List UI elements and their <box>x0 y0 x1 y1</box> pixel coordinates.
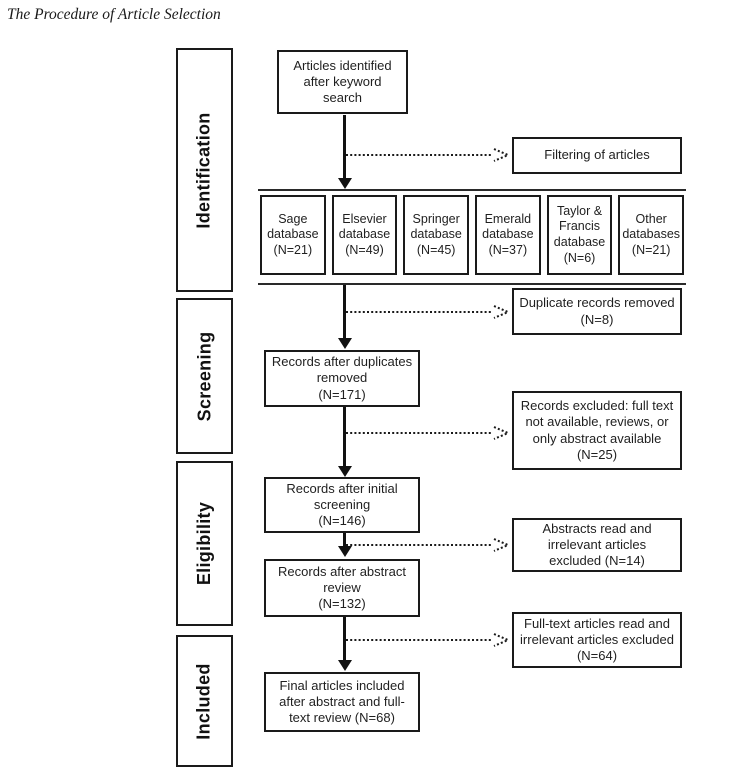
stage-included-label: Included <box>194 662 214 740</box>
box-articles-identified: Articles identified after keyword search <box>277 50 408 114</box>
box-fulltext-excluded: Full-text articles read and irrelevant a… <box>512 612 682 668</box>
database-band-top-line <box>258 189 686 191</box>
box-final-articles-included: Final articles included after abstract a… <box>264 672 420 732</box>
dashed-arrow-fulltext-excluded-icon <box>346 633 511 647</box>
dashed-arrow-abstracts-excluded-icon <box>346 538 511 552</box>
dashed-arrow-records-excluded-icon <box>346 426 511 440</box>
stage-identification: Identification <box>176 48 233 292</box>
down-arrow-to-initial-screening-icon <box>343 407 346 467</box>
down-arrow-to-final-articles-icon <box>343 617 346 661</box>
box-sage-database: Sage database (N=21) <box>260 195 326 275</box>
stage-eligibility: Eligibility <box>176 461 233 626</box>
box-records-after-abstract-review: Records after abstract review (N=132) <box>264 559 420 617</box>
stage-identification-label: Identification <box>194 111 215 229</box>
down-arrow-to-databases-icon <box>343 115 346 179</box>
box-abstracts-excluded: Abstracts read and irrelevant articles e… <box>512 518 682 572</box>
down-arrow-to-duplicates-removed-icon <box>343 285 346 339</box>
box-emerald-database: Emerald database (N=37) <box>475 195 541 275</box>
box-records-excluded: Records excluded: full text not availabl… <box>512 391 682 470</box>
stage-included: Included <box>176 635 233 767</box>
box-records-after-duplicates: Records after duplicates removed (N=171) <box>264 350 420 407</box>
stage-eligibility-label: Eligibility <box>194 501 214 586</box>
down-arrow-to-abstract-review-icon <box>343 533 346 547</box>
box-springer-database: Springer database (N=45) <box>403 195 470 275</box>
stage-screening: Screening <box>176 298 233 454</box>
database-row: Sage database (N=21) Elsevier database (… <box>260 195 685 275</box>
page-title: The Procedure of Article Selection <box>7 6 221 23</box>
database-band-bottom-line <box>258 283 686 285</box>
box-duplicate-records-removed: Duplicate records removed (N=8) <box>512 288 682 335</box>
box-filtering-of-articles: Filtering of articles <box>512 137 682 174</box>
box-records-after-screening: Records after initial screening (N=146) <box>264 477 420 533</box>
stage-screening-label: Screening <box>194 331 215 421</box>
dashed-arrow-duplicates-icon <box>346 305 511 319</box>
box-taylor-francis-database: Taylor & Francis database (N=6) <box>546 195 613 275</box>
box-elsevier-database: Elsevier database (N=49) <box>331 195 398 275</box>
dashed-arrow-filtering-icon <box>346 148 511 162</box>
box-other-databases: Other databases (N=21) <box>618 195 685 275</box>
